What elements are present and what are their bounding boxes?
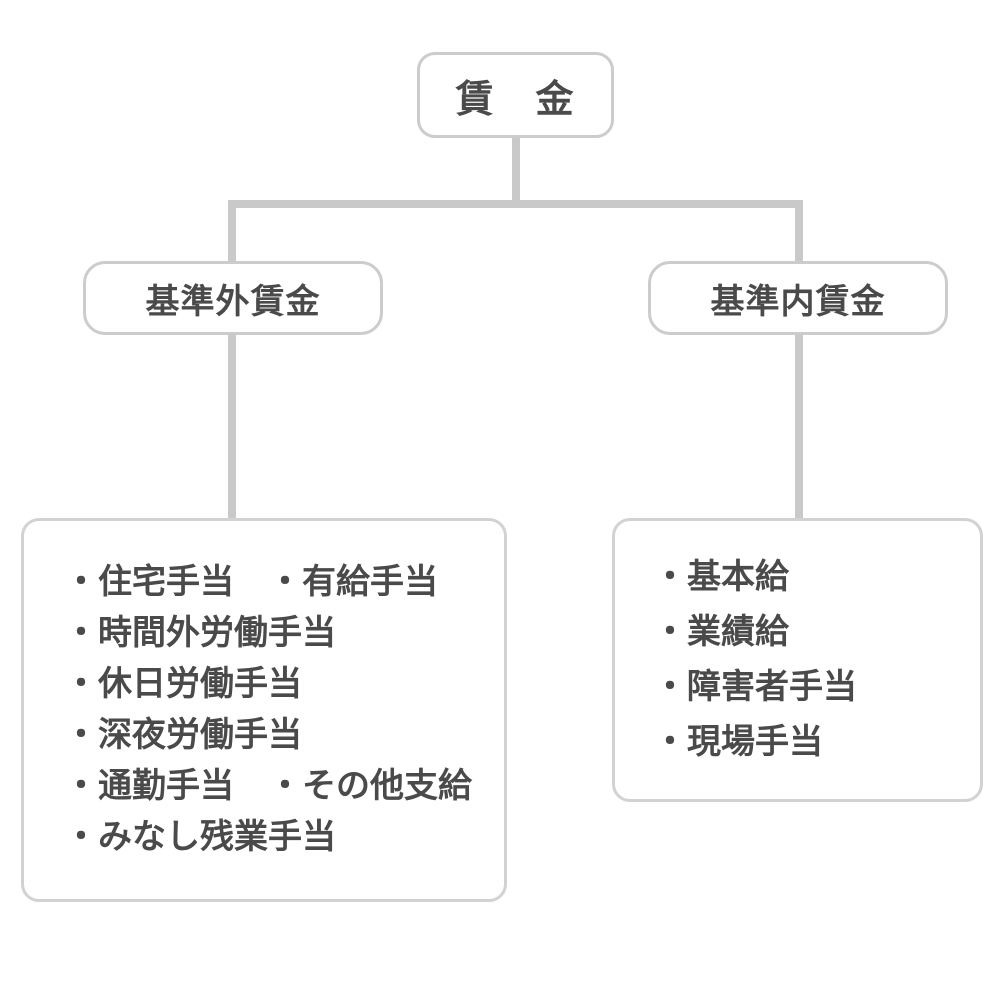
list-item: ・深夜労働手当 (64, 716, 302, 754)
connector-left-to-details (228, 330, 236, 522)
connector-right-to-details (795, 330, 803, 522)
list-item: ・基本給 (653, 558, 789, 596)
node-standard-wage: 基準内賃金 (648, 261, 948, 335)
node-wage-root: 賃 金 (417, 52, 614, 138)
connector-drop-left (228, 200, 236, 266)
connector-root-stem (512, 132, 520, 206)
connector-drop-right (795, 200, 803, 266)
list-item: ・通勤手当 ・その他支給 (64, 767, 472, 805)
list-item: ・業績給 (653, 613, 789, 651)
list-item: ・みなし残業手当 (64, 818, 336, 856)
list-item: ・休日労働手当 (64, 665, 302, 703)
connector-horizontal-bar (228, 200, 803, 208)
detail-box-non-standard: ・住宅手当 ・有給手当 ・時間外労働手当 ・休日労働手当 ・深夜労働手当 ・通勤… (21, 518, 507, 902)
list-item: ・現場手当 (653, 723, 823, 761)
list-item: ・住宅手当 ・有給手当 (64, 563, 438, 601)
detail-box-standard: ・基本給 ・業績給 ・障害者手当 ・現場手当 (612, 518, 983, 802)
list-item: ・障害者手当 (653, 668, 857, 706)
list-item: ・時間外労働手当 (64, 614, 336, 652)
node-non-standard-wage: 基準外賃金 (83, 261, 383, 335)
